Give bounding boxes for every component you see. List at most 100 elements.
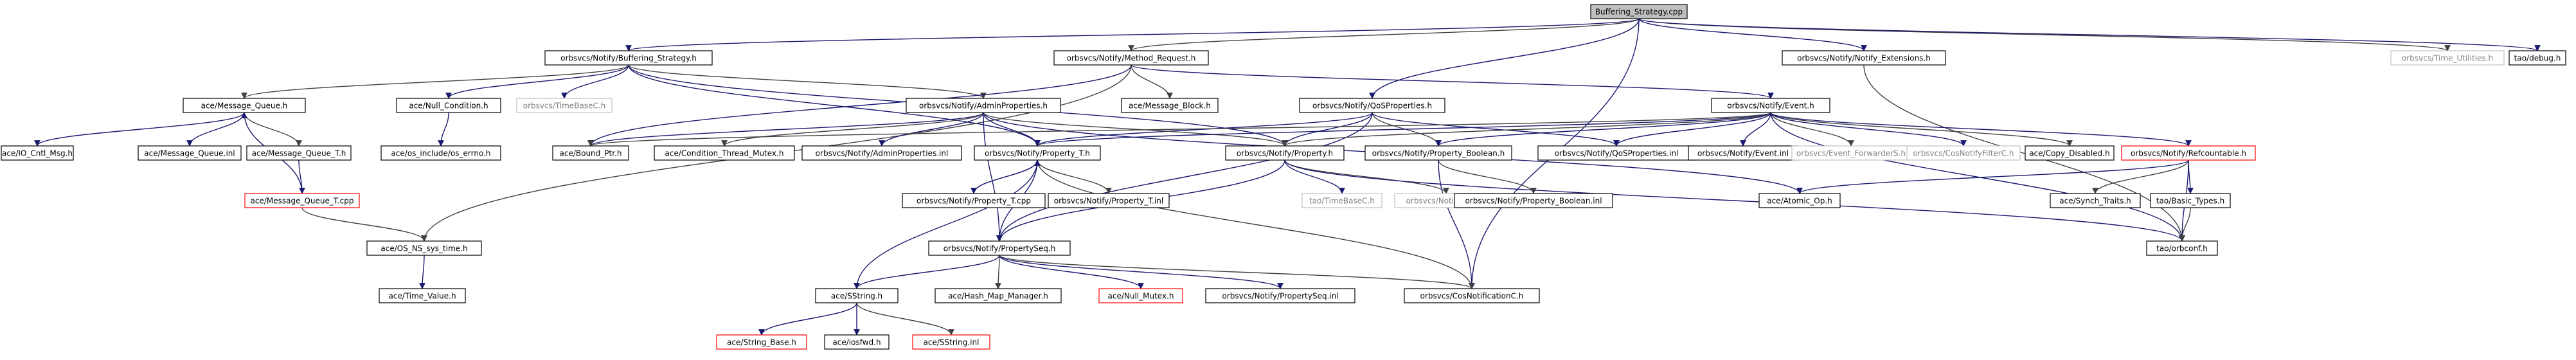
node-label: ace/Null_Mutex.h — [1108, 292, 1174, 301]
node-root[interactable]: Buffering_Strategy.cpp — [1590, 4, 1688, 19]
node-box — [516, 98, 613, 113]
node-mqinl[interactable]: ace/Message_Queue.inl — [138, 145, 242, 161]
edge-root-to-qosh — [1369, 18, 1640, 99]
edge-proph-to-orbconf — [1284, 159, 2185, 242]
node-box — [396, 98, 501, 113]
node-nullcond[interactable]: ace/Null_Condition.h — [396, 98, 501, 113]
node-adminpropsinl[interactable]: orbsvcs/Notify/AdminProperties.inl — [801, 145, 962, 161]
edge-propseqh-to-sstring — [854, 255, 1000, 289]
node-mqtcpp[interactable]: ace/Message_Queue_T.cpp — [244, 193, 360, 208]
node-synchtraits[interactable]: ace/Synch_Traits.h — [2050, 193, 2141, 208]
node-label: orbsvcs/Notify/QoSProperties.h — [1312, 102, 1432, 111]
node-iocntl[interactable]: ace/IO_Cntl_Msg.h — [1, 145, 74, 161]
node-timeutil[interactable]: orbsvcs/Time_Utilities.h — [2390, 50, 2505, 66]
node-label: tao/orbconf.h — [2156, 244, 2208, 253]
node-hashmap[interactable]: ace/Hash_Map_Manager.h — [935, 288, 1062, 303]
node-qosinl[interactable]: orbsvcs/Notify/QoSProperties.inl — [1537, 145, 1695, 161]
node-timebasec1[interactable]: orbsvcs/TimeBaseC.h — [516, 98, 613, 113]
edge-sstring-to-stringbase — [758, 302, 857, 336]
node-label: orbsvcs/Notify/QoSProperties.inl — [1555, 149, 1679, 158]
node-propseqh[interactable]: orbsvcs/Notify/PropertySeq.h — [928, 240, 1071, 256]
node-eventinl[interactable]: orbsvcs/Notify/Event.inl — [1688, 145, 1798, 161]
node-box — [716, 334, 807, 350]
node-basictypes[interactable]: tao/Basic_Types.h — [2150, 193, 2231, 208]
node-extsh[interactable]: orbsvcs/Notify/Notify_Extensions.h — [1782, 50, 1946, 66]
node-mqth[interactable]: ace/Message_Queue_T.h — [246, 145, 352, 161]
edge-bufh-to-timebasec1 — [561, 64, 629, 99]
node-box — [906, 98, 1061, 113]
node-box — [935, 288, 1062, 303]
node-bufh[interactable]: orbsvcs/Notify/Buffering_Strategy.h — [544, 50, 713, 66]
node-box — [2146, 240, 2218, 256]
node-label: tao/TimeBaseC.h — [1309, 197, 1375, 206]
node-mrh[interactable]: orbsvcs/Notify/Method_Request.h — [1053, 50, 1209, 66]
node-cosnotifc[interactable]: orbsvcs/CosNotificationC.h — [1404, 288, 1540, 303]
node-qosh[interactable]: orbsvcs/Notify/QoSProperties.h — [1299, 98, 1445, 113]
node-propth[interactable]: orbsvcs/Notify/Property_T.h — [974, 145, 1101, 161]
node-box — [246, 145, 352, 161]
node-proph[interactable]: orbsvcs/Notify/Property.h — [1225, 145, 1345, 161]
node-propbool[interactable]: orbsvcs/Notify/Property_Boolean.h — [1364, 145, 1512, 161]
node-box — [1121, 98, 1219, 113]
node-sstringinl[interactable]: ace/SString.inl — [912, 334, 990, 350]
edge-qosh-to-propseqh — [996, 112, 1373, 242]
node-box — [2150, 193, 2231, 208]
node-orbconf[interactable]: tao/orbconf.h — [2146, 240, 2218, 256]
node-box — [2050, 193, 2141, 208]
node-errnoh[interactable]: ace/os_include/os_errno.h — [380, 145, 501, 161]
node-copydis[interactable]: ace/Copy_Disabled.h — [2025, 145, 2115, 161]
node-label: orbsvcs/Notify/Method_Request.h — [1067, 54, 1196, 63]
node-propseqinl[interactable]: orbsvcs/Notify/PropertySeq.inl — [1205, 288, 1355, 303]
node-label: ace/os_include/os_errno.h — [391, 149, 490, 158]
nodes-layer: Buffering_Strategy.cpp orbsvcs/Notify/Buf… — [1, 4, 2566, 350]
node-box — [928, 240, 1071, 256]
node-box — [1711, 98, 1830, 113]
node-refcount[interactable]: orbsvcs/Notify/Refcountable.h — [2121, 145, 2256, 161]
node-mqh[interactable]: ace/Message_Queue.h — [183, 98, 306, 113]
node-label: orbsvcs/CosNotifyFilterC.h — [1913, 149, 2014, 158]
edge-sstring-to-sstringinl — [856, 302, 954, 336]
node-box — [824, 334, 890, 350]
node-cosfilter[interactable]: orbsvcs/CosNotifyFilterC.h — [1906, 145, 2021, 161]
node-box — [1782, 50, 1946, 66]
edge-propseqh-to-propseqinl — [999, 255, 1284, 289]
node-proptcpp[interactable]: orbsvcs/Notify/Property_T.cpp — [902, 193, 1046, 208]
node-boundptr[interactable]: ace/Bound_Ptr.h — [552, 145, 629, 161]
edge-bufh-to-mqh — [241, 64, 629, 99]
node-stringbase[interactable]: ace/String_Base.h — [716, 334, 807, 350]
node-label: ace/Message_Block.h — [1129, 102, 1211, 111]
edge-propbool-to-cosnotifc — [1438, 159, 1475, 289]
edge-qosh-to-qosinl — [1372, 112, 1620, 147]
node-condmutex[interactable]: ace/Condition_Thread_Mutex.h — [654, 145, 795, 161]
node-nssystime[interactable]: ace/OS_NS_sys_time.h — [366, 240, 482, 256]
node-eventh[interactable]: orbsvcs/Notify/Event.h — [1711, 98, 1830, 113]
node-box — [138, 145, 242, 161]
node-atomicop[interactable]: ace/Atomic_Op.h — [1758, 193, 1841, 208]
node-nullmutex[interactable]: ace/Null_Mutex.h — [1098, 288, 1183, 303]
node-timevalue[interactable]: ace/Time_Value.h — [379, 288, 466, 303]
edge-mqh-to-iocntl — [34, 112, 245, 147]
edge-root-to-timeutil — [1638, 18, 2451, 51]
node-box — [815, 288, 899, 303]
node-box — [2509, 50, 2566, 66]
node-label: ace/Message_Queue.inl — [144, 149, 235, 158]
node-label: orbsvcs/Notify/Refcountable.h — [2131, 149, 2246, 158]
node-box — [1906, 145, 2021, 161]
node-propboolinl[interactable]: orbsvcs/Notify/Property_Boolean.inl — [1454, 193, 1613, 208]
node-timebasec2[interactable]: tao/TimeBaseC.h — [1301, 193, 1382, 208]
node-sstring[interactable]: ace/SString.h — [815, 288, 899, 303]
node-adminprops[interactable]: orbsvcs/Notify/AdminProperties.h — [906, 98, 1061, 113]
edge-eventh-to-qosinl — [1613, 112, 1771, 147]
node-evfwd[interactable]: orbsvcs/Event_ForwarderS.h — [1791, 145, 1911, 161]
node-box — [1225, 145, 1345, 161]
node-taodebug[interactable]: tao/debug.h — [2509, 50, 2566, 66]
edge-adminprops-to-boundptr — [587, 112, 984, 147]
edge-propth-to-cosnotifc — [1037, 159, 1475, 289]
edge-eventh-to-boundptr — [587, 112, 1771, 147]
node-box — [974, 145, 1101, 161]
node-iosfwd[interactable]: ace/iosfwd.h — [824, 334, 890, 350]
node-label: ace/Hash_Map_Manager.h — [948, 292, 1048, 301]
edge-adminprops-to-condmutex — [721, 112, 984, 147]
node-proptinl[interactable]: orbsvcs/Notify/Property_T.inl — [1048, 193, 1170, 208]
node-msgblock[interactable]: ace/Message_Block.h — [1121, 98, 1219, 113]
